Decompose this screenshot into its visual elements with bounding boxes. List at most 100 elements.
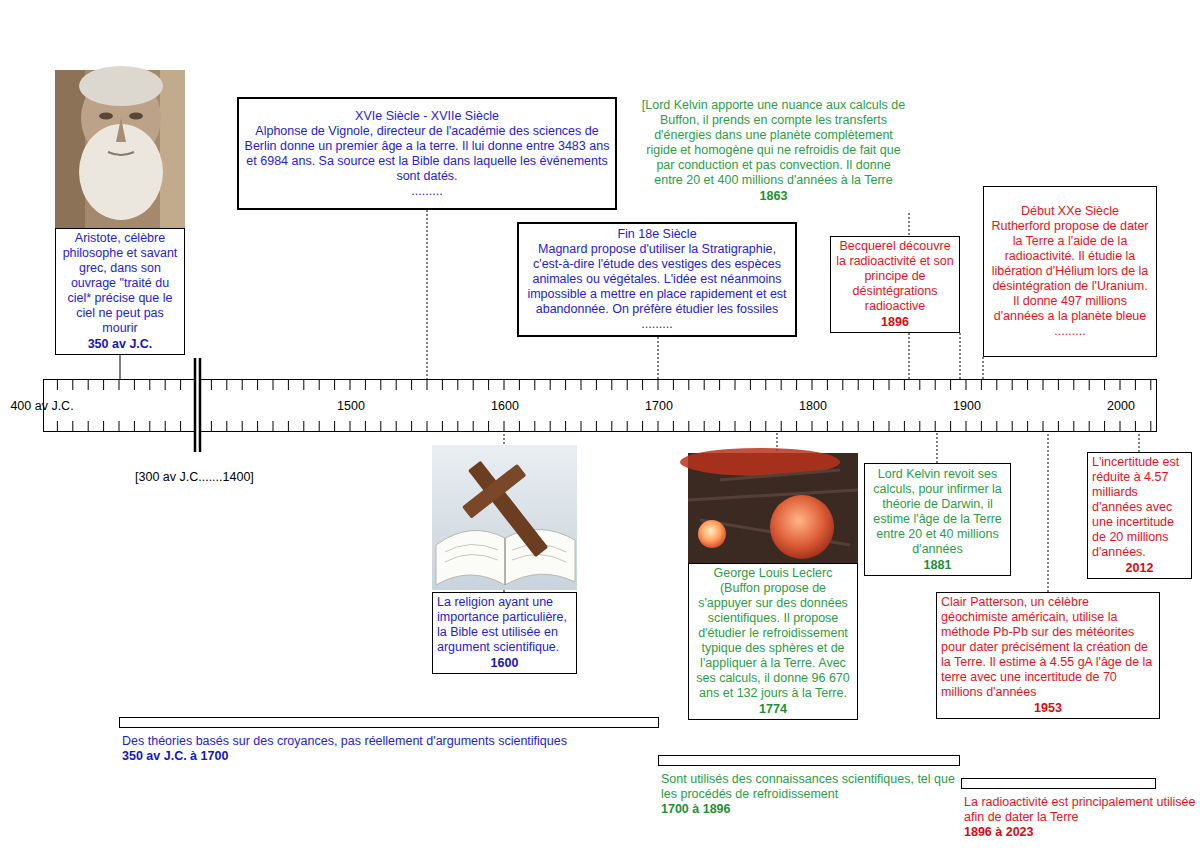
axis-tick bbox=[334, 380, 335, 390]
axis-tick bbox=[981, 380, 982, 390]
axis-tick bbox=[966, 421, 967, 431]
leader-line bbox=[777, 432, 778, 563]
axis-tick bbox=[873, 421, 874, 431]
axis-tick bbox=[134, 421, 135, 431]
axis-tick bbox=[719, 421, 720, 431]
axis-tick bbox=[427, 421, 428, 431]
axis-year: 1900 bbox=[953, 399, 981, 414]
bible-picture bbox=[432, 444, 577, 590]
axis-tick bbox=[966, 380, 967, 390]
axis-tick bbox=[149, 380, 150, 390]
axis-tick bbox=[350, 380, 351, 390]
axis-tick bbox=[688, 421, 689, 431]
axis-tick bbox=[658, 421, 659, 431]
axis-tick bbox=[1089, 421, 1090, 431]
axis-tick bbox=[658, 380, 659, 390]
axis-tick bbox=[72, 421, 73, 431]
axis-tick bbox=[257, 421, 258, 431]
axis-tick bbox=[596, 380, 597, 390]
leader-line bbox=[658, 337, 659, 379]
axis-tick bbox=[1073, 421, 1074, 431]
period-band: La radioactivité est principalement util… bbox=[961, 778, 1156, 840]
book-spine bbox=[504, 538, 506, 585]
period-band: Sont utilisés des connaissances scientif… bbox=[658, 755, 960, 817]
axis-tick bbox=[396, 421, 397, 431]
axis-tick bbox=[180, 421, 181, 431]
axis-tick bbox=[781, 380, 782, 390]
event-date: 2012 bbox=[1092, 561, 1187, 576]
axis-tick bbox=[1120, 421, 1121, 431]
axis-tick bbox=[565, 421, 566, 431]
axis-tick bbox=[457, 380, 458, 390]
axis-tick bbox=[919, 421, 920, 431]
period-bar bbox=[658, 755, 960, 766]
event-date: 1881 bbox=[869, 558, 1006, 573]
event-date: 1863 bbox=[641, 189, 906, 204]
bust-hair bbox=[79, 66, 163, 106]
event-text: Clair Patterson, un célèbre géochimiste … bbox=[941, 595, 1155, 700]
picture-background bbox=[688, 453, 858, 563]
bust-eye bbox=[129, 113, 143, 120]
axis-tick bbox=[950, 421, 951, 431]
period-bar bbox=[961, 778, 1156, 789]
axis-tick bbox=[1043, 380, 1044, 390]
event-text: Lord Kelvin revoit ses calculs, pour inf… bbox=[869, 467, 1006, 557]
break-line bbox=[194, 358, 197, 452]
axis-tick bbox=[750, 380, 751, 390]
axis-tick bbox=[581, 421, 582, 431]
axis-year: 1500 bbox=[337, 399, 365, 414]
axis-tick bbox=[365, 380, 366, 390]
axis-tick bbox=[473, 380, 474, 390]
event-box: Clair Patterson, un célèbre géochimiste … bbox=[936, 592, 1160, 719]
axis-tick bbox=[72, 380, 73, 390]
axis-tick bbox=[996, 380, 997, 390]
axis-year: 1800 bbox=[799, 399, 827, 414]
axis-tick bbox=[319, 380, 320, 390]
axis-tick bbox=[673, 380, 674, 390]
axis-tick bbox=[796, 380, 797, 390]
axis-tick bbox=[642, 421, 643, 431]
axis-year: 1600 bbox=[491, 399, 519, 414]
axis-tick bbox=[273, 421, 274, 431]
cross-beam bbox=[468, 461, 548, 558]
axis-tick bbox=[1150, 380, 1151, 390]
axis-tick bbox=[504, 380, 505, 390]
axis-tick bbox=[812, 421, 813, 431]
axis-tick bbox=[950, 380, 951, 390]
axis-tick bbox=[103, 380, 104, 390]
axis-tick bbox=[119, 380, 120, 390]
book-lines bbox=[445, 544, 566, 562]
axis-tick bbox=[935, 421, 936, 431]
axis-tick bbox=[534, 421, 535, 431]
axis-tick bbox=[1027, 421, 1028, 431]
event-box: La religion ayant une importance particu… bbox=[432, 592, 577, 674]
axis-tick bbox=[1150, 421, 1151, 431]
period-range: 1896 à 2023 bbox=[961, 825, 1198, 840]
axis-tick bbox=[642, 380, 643, 390]
axis-tick bbox=[411, 380, 412, 390]
axis-tick bbox=[57, 421, 58, 431]
axis-tick bbox=[873, 380, 874, 390]
axis-tick bbox=[488, 421, 489, 431]
axis-tick bbox=[427, 380, 428, 390]
axis-tick bbox=[442, 421, 443, 431]
axis-tick bbox=[827, 421, 828, 431]
bust-mouth bbox=[108, 152, 134, 155]
axis-ticks bbox=[57, 380, 1150, 431]
event-box: XVIe Siècle - XVIIe SiècleAlphonse de Vi… bbox=[237, 97, 617, 210]
axis-tick bbox=[473, 421, 474, 431]
axis-tick bbox=[781, 421, 782, 431]
axis-tick bbox=[488, 380, 489, 390]
event-box: Aristote, célèbre philosophe et savant g… bbox=[55, 228, 185, 355]
fire-glow bbox=[680, 448, 840, 476]
axis-tick bbox=[750, 421, 751, 431]
axis-tick bbox=[180, 380, 181, 390]
axis-tick bbox=[935, 380, 936, 390]
event-note: [Lord Kelvin apporte une nuance aux calc… bbox=[637, 88, 910, 213]
event-box: Début XXe SiècleRutherford propose de da… bbox=[983, 186, 1157, 357]
axis-tick bbox=[350, 421, 351, 431]
axis-tick bbox=[858, 421, 859, 431]
axis-tick bbox=[842, 421, 843, 431]
axis-tick bbox=[242, 421, 243, 431]
leader-line bbox=[504, 432, 505, 592]
